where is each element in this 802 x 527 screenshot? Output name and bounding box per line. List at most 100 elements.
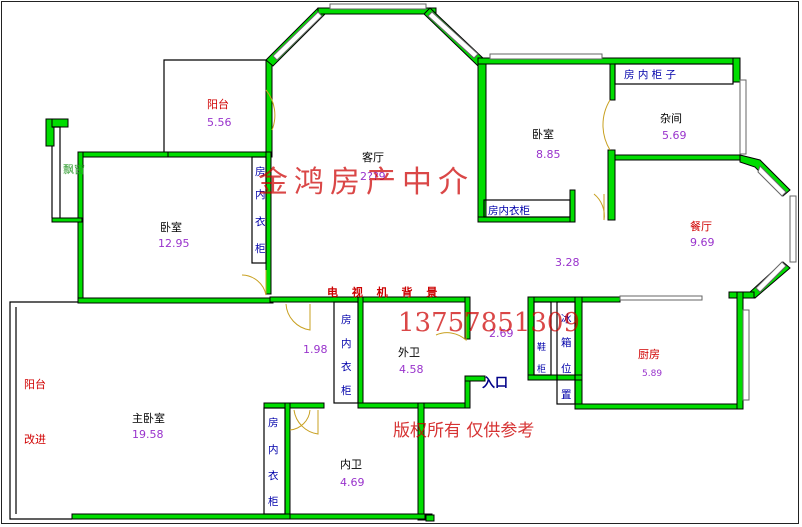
master-wardrobe-char: 衣 [268,469,279,482]
center-wardrobe-char: 柜 [341,384,352,397]
shoe-cabinet-frame [533,301,552,376]
tv-wall-label: 电 视 机 背 景 [327,285,442,299]
master-wardrobe-char: 内 [268,443,279,456]
wall-segment [77,297,274,304]
door-swing [285,303,311,331]
window-pane [272,11,323,61]
storage-cabinet-label: 房 内 柜 子 [624,68,676,81]
master-wardrobe-char: 房 [268,416,279,429]
wall-segment [71,513,291,520]
fridge-char: 箱 [561,336,572,349]
entry-hall-area: 2.69 [489,327,514,340]
window-pane [739,79,747,155]
wall-segment [609,63,616,101]
wall-segment [464,296,471,340]
door-swing [265,89,276,131]
wall-segment [265,59,273,158]
wall-segment [477,216,575,223]
center-wardrobe-char: 内 [341,337,352,350]
walls [45,7,791,522]
living-name: 客厅 [362,150,384,164]
master-balcony-line1: 阳台 [24,377,46,391]
wall-segment [263,402,325,409]
doors [241,89,611,435]
wardrobe-frame [483,199,571,218]
wall-segment [163,151,271,158]
window-pane [789,195,797,263]
master-wardrobe-char: 柜 [268,495,279,508]
master-balcony-line [9,301,78,520]
wall-segment [357,402,471,409]
wall-segment [425,514,435,522]
wardrobe-frame [333,301,359,404]
storage-name: 杂间 [660,112,682,125]
left-wardrobe-char: 内 [255,188,266,201]
wall-segment [569,189,576,223]
hall-area: 3.28 [555,256,580,269]
door-swing [293,409,319,435]
wall-segment [574,403,744,410]
wall-segment [45,118,55,147]
agency-watermark: 金鸿房产中介 [258,165,474,200]
right-wardrobe-label: 房内衣柜 [488,204,530,217]
fridge-char: 冰 [561,312,572,325]
storage-area: 5.69 [662,129,687,142]
wall-segment [357,296,364,408]
dining-area: 9.69 [690,236,715,249]
bedroom-right-name: 卧室 [532,127,554,141]
master-balcony-line2: 改进 [24,432,46,446]
door-swing [435,312,467,342]
bay-window-line [52,126,61,218]
left-wardrobe-char: 房 [255,165,266,178]
door-swing [289,409,311,431]
kitchen-area: 5.89 [642,369,662,379]
bath-inner-name: 内卫 [340,457,362,471]
phone-watermark: 13757851309 [398,308,580,338]
windows [9,3,797,520]
wall-segment [607,149,616,221]
fridge-char: 位 [561,362,572,375]
bath-inner-area: 4.69 [340,476,365,489]
sliding-door [619,295,703,301]
wall-segment [51,118,69,128]
wardrobe-frame [263,407,286,515]
shoe-cabinet-char: 鞋 [537,341,546,353]
wall-segment [284,402,291,520]
bay-window-name: 飘窗 [63,162,85,176]
window-pane [489,53,603,60]
kitchen-name: 厨房 [638,348,660,361]
wall-segment [464,375,486,382]
watermarks: 金鸿房产中介 13757851309 版权所有 仅供参考 [258,165,580,441]
balcony-rail [163,59,266,152]
wardrobe-frame [251,156,267,264]
fixture-labels: 房 内 柜 子 房内衣柜 房 内 衣 柜 房 内 衣 柜 房 内 衣 柜 鞋 柜… [255,68,676,508]
master-name: 主卧室 [132,411,165,425]
window-pane [755,261,787,293]
room-labels: 阳台 5.56 客厅 2??9 飘窗 卧室 12.95 卧室 8.85 杂间 5… [24,97,715,489]
wall-segment [614,154,741,161]
fridge-frame [556,301,576,405]
wall-segment [77,151,169,158]
door-swing [241,270,267,296]
dining-name: 餐厅 [690,219,712,233]
window-pane [757,165,787,197]
wall-segment [51,217,83,223]
balcony-top-name: 阳台 [207,97,229,111]
bedroom-right-area: 8.85 [536,148,561,161]
entrance-label: 入口 [482,376,508,391]
corridor-area: 1.98 [303,343,328,356]
window-pane [329,3,427,10]
door-swing [602,99,611,151]
window-pane [742,309,750,401]
wall-segment [477,57,487,223]
wall-segment [289,513,426,520]
door-swing [593,193,605,221]
wall-segment [527,374,583,381]
left-wardrobe-char: 衣 [255,215,266,228]
living-area: 2??9 [360,170,386,183]
left-wardrobe-char: 柜 [255,242,266,255]
wall-segment [732,57,741,83]
master-area: 19.58 [132,428,164,441]
bath-outer-area: 4.58 [399,363,424,376]
